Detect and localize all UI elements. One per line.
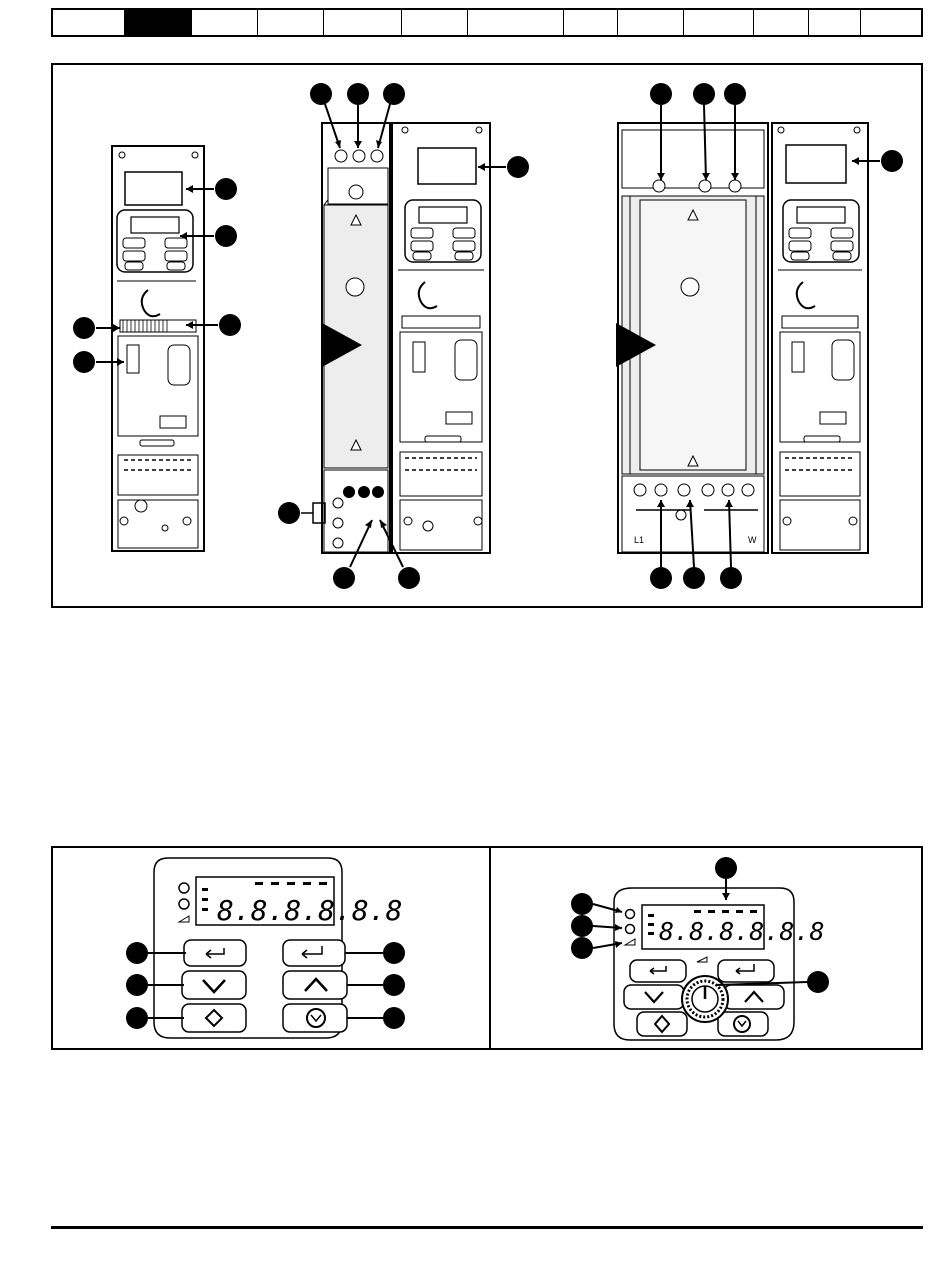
drive-size-2	[278, 83, 529, 589]
terminal-label-l1: L1	[634, 535, 644, 545]
drive-size-1	[73, 146, 241, 551]
keypad-figure-divider	[489, 848, 491, 1048]
terminal-label-w: W	[748, 535, 757, 545]
footer-rule	[51, 1226, 923, 1229]
drive-size-3: L1 W	[616, 83, 903, 589]
keypad-figure	[51, 846, 923, 1050]
